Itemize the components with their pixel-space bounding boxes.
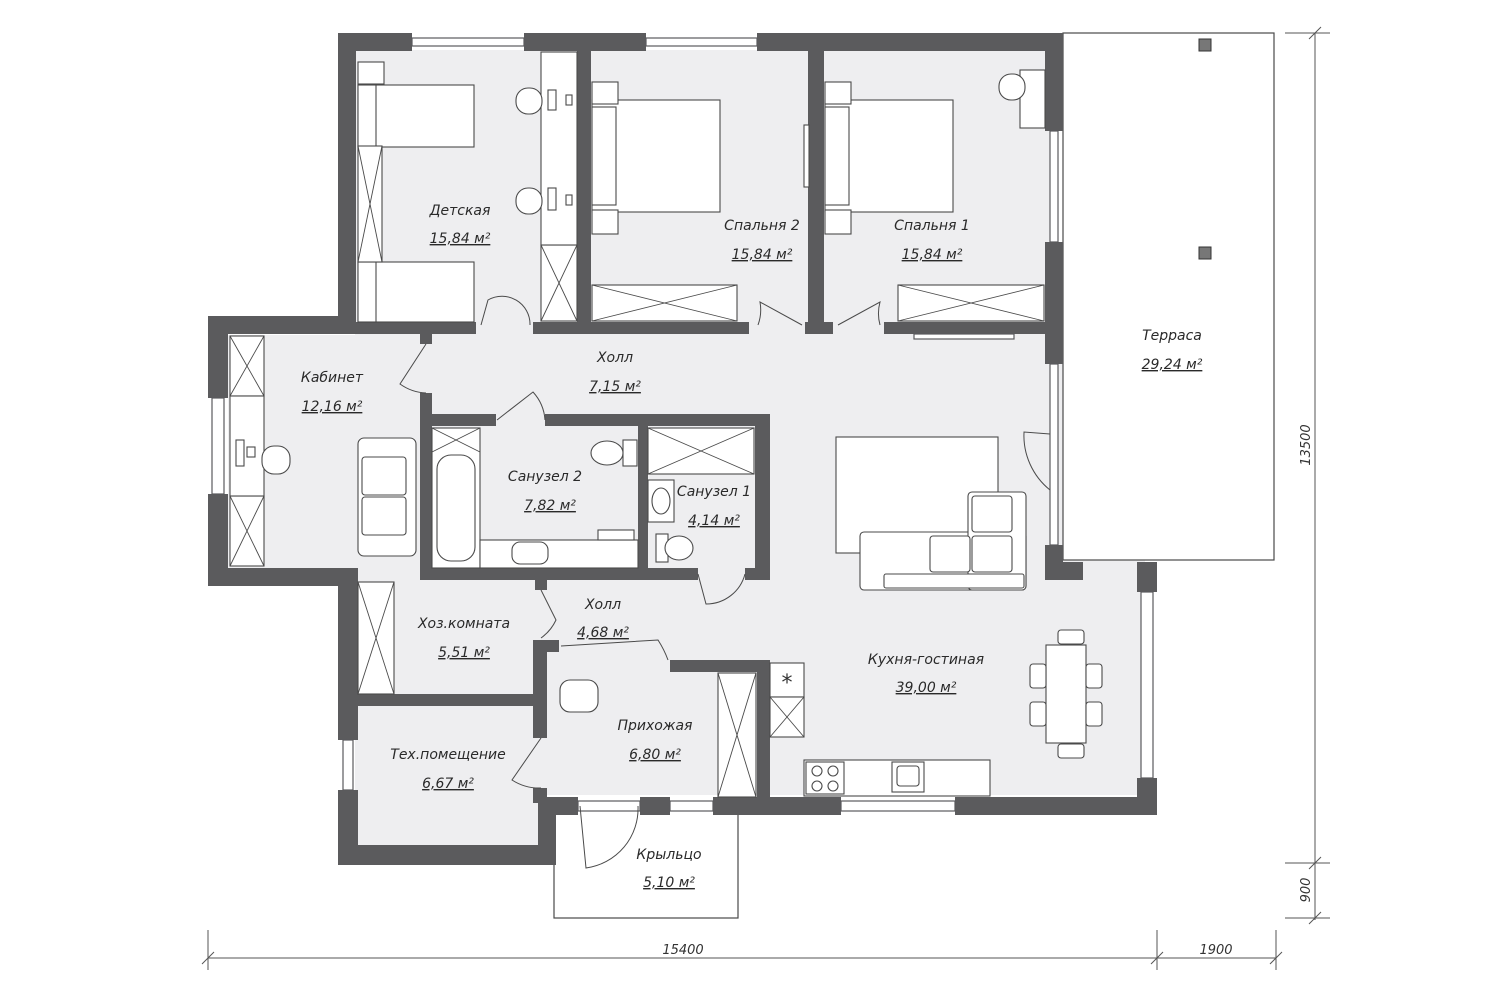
room-name-teh: Тех.помещение	[390, 747, 505, 763]
terrace-post	[1198, 38, 1212, 52]
bathtub-icon	[431, 427, 481, 569]
walls	[208, 33, 1157, 865]
chair-icon	[515, 187, 543, 215]
room-name-spalnya2: Спальня 2	[724, 218, 800, 234]
room-area-holl2: 4,68 м²	[577, 625, 629, 641]
room-area-hoz: 5,51 м²	[438, 645, 490, 661]
terrace-post	[1198, 246, 1212, 260]
terrace-outline	[1062, 32, 1275, 561]
door-spalnya2	[757, 301, 803, 326]
chair-icon	[515, 87, 543, 115]
wardrobe-icon	[591, 284, 738, 322]
bed-icon	[824, 99, 954, 213]
door-teh	[511, 737, 542, 789]
ottoman-icon	[559, 679, 599, 713]
porch-outline	[553, 809, 739, 919]
door-prihozhaya	[560, 639, 669, 661]
fridge-icon: *	[769, 662, 805, 738]
room-name-sanuzel1: Санузел 1	[677, 484, 751, 500]
wardrobe-icon	[717, 672, 757, 798]
dimension-width-terrace: 1900	[1199, 943, 1232, 958]
sink-icon	[647, 479, 675, 523]
room-area-krylco: 5,10 м²	[643, 875, 695, 891]
room-name-krylco: Крыльцо	[636, 847, 701, 863]
room-area-holl1: 7,15 м²	[589, 379, 641, 395]
wardrobe-icon	[540, 244, 578, 322]
room-area-sanuzel1: 4,14 м²	[688, 513, 740, 529]
windows	[211, 37, 1154, 812]
room-name-prihozhaya: Прихожая	[618, 718, 693, 734]
sink-icon	[891, 761, 925, 793]
stove-mark: *	[782, 671, 793, 696]
door-spalnya1	[837, 300, 881, 326]
room-name-holl1: Холл	[596, 350, 633, 366]
door-hoz	[540, 589, 557, 639]
room-area-teh: 6,67 м²	[422, 776, 474, 792]
wardrobe-icon	[229, 335, 265, 397]
door-entry	[579, 805, 639, 869]
room-area-spalnya2: 15,84 м²	[732, 247, 793, 263]
doors	[399, 295, 1051, 869]
bed-icon	[591, 99, 721, 213]
room-name-holl2: Холл	[584, 597, 621, 613]
room-name-detskaya: Детская	[429, 203, 491, 219]
dimension-lines	[201, 26, 1330, 970]
door-sanuzel1	[697, 573, 746, 605]
room-area-terrasa: 29,24 м²	[1142, 357, 1203, 373]
sink-icon	[479, 529, 639, 569]
sofa-icon	[357, 437, 417, 557]
room-name-spalnya1: Спальня 1	[894, 218, 970, 234]
shower-icon	[647, 427, 755, 475]
furniture: *	[229, 51, 1103, 798]
room-area-spalnya1: 15,84 м²	[902, 247, 963, 263]
room-area-kuhnya: 39,00 м²	[896, 680, 957, 696]
dimension-height-porch: 900	[1299, 878, 1314, 903]
dimension-height-main: 13500	[1299, 424, 1314, 465]
door-terrace	[1023, 431, 1051, 491]
door-detskaya	[480, 295, 531, 326]
wardrobe-icon	[897, 284, 1045, 322]
dimension-width-main: 15400	[662, 943, 703, 958]
sofa-icon	[859, 491, 1027, 591]
chair-icon	[261, 445, 291, 475]
wardrobe-icon	[229, 495, 265, 567]
toilet-icon	[655, 533, 694, 563]
room-area-detskaya: 15,84 м²	[430, 231, 491, 247]
wardrobe-icon	[357, 581, 395, 695]
room-name-sanuzel2: Санузел 2	[508, 469, 582, 485]
stove-icon	[805, 761, 845, 795]
bed-icon	[357, 261, 475, 323]
toilet-icon	[590, 439, 638, 467]
room-name-kabinet: Кабинет	[301, 370, 364, 386]
bed-icon	[357, 84, 475, 148]
room-labels: Детская 15,84 м² Спальня 2 15,84 м² Спал…	[301, 203, 1203, 891]
room-area-prihozhaya: 6,80 м²	[629, 747, 681, 763]
room-area-sanuzel2: 7,82 м²	[524, 498, 576, 514]
desk-icon	[229, 395, 265, 497]
door-sanuzel2	[496, 391, 546, 421]
chair-icon	[998, 73, 1026, 101]
room-name-hoz: Хоз.комната	[417, 616, 510, 632]
room-area-kabinet: 12,16 м²	[302, 399, 363, 415]
desk-icon	[540, 51, 578, 246]
room-name-kuhnya: Кухня-гостиная	[868, 652, 984, 668]
room-name-terrasa: Терраса	[1142, 328, 1202, 344]
dining-table-icon	[1029, 629, 1103, 759]
door-kabinet	[399, 343, 427, 394]
